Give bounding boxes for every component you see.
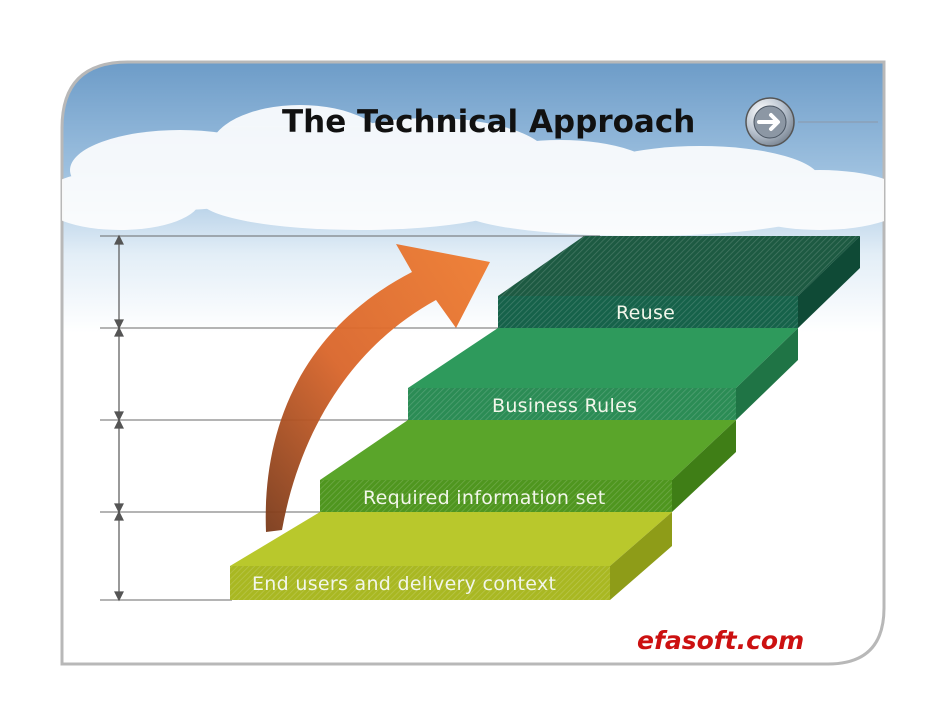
growth-arrow (265, 244, 490, 532)
step-required-information-set (320, 420, 736, 512)
step-label-end-users: End users and delivery context (252, 573, 557, 595)
brand-logo-text: efasoft.com (637, 626, 805, 655)
arrow-right-icon (745, 97, 795, 147)
next-slide-button[interactable] (744, 96, 796, 148)
step-label-business-rules: Business Rules (492, 395, 638, 417)
step-reuse (498, 236, 860, 328)
step-business-rules (408, 328, 798, 420)
step-label-reuse: Reuse (616, 302, 676, 324)
step-end-users (230, 512, 672, 600)
level-dimension-arrows (114, 234, 124, 602)
slide-title: The Technical Approach (282, 104, 696, 140)
step-label-required-information-set: Required information set (363, 487, 606, 509)
level-guides (100, 235, 600, 601)
